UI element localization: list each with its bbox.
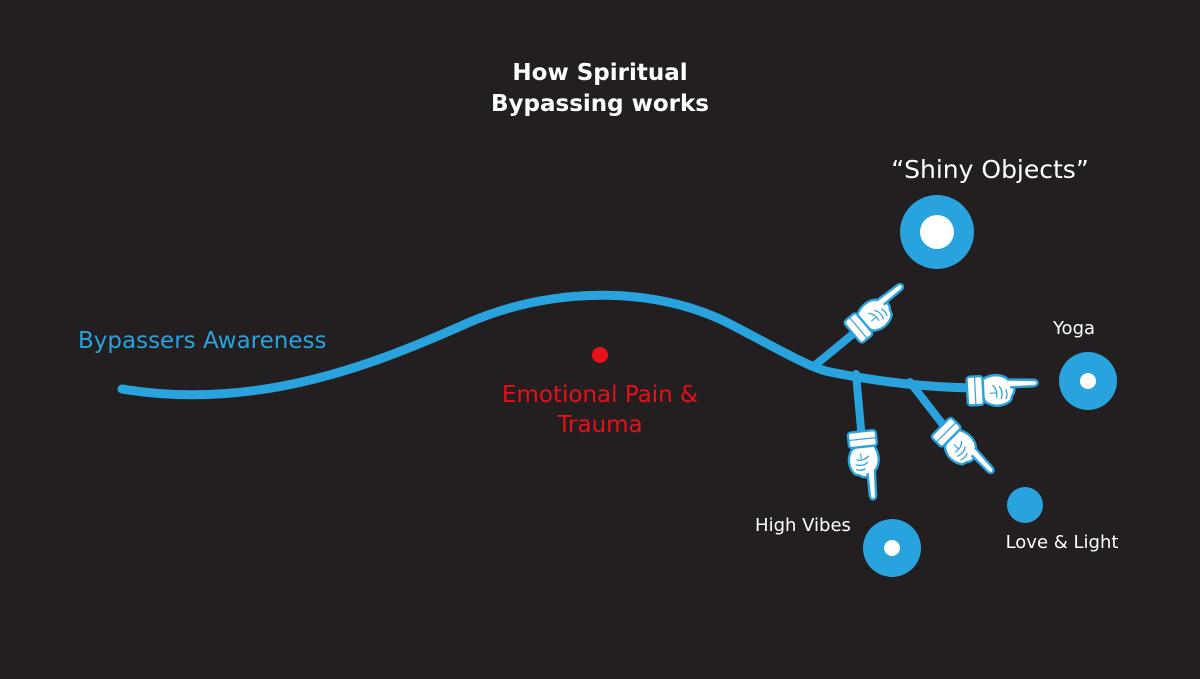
- title-line-1: How Spiritual: [512, 60, 687, 86]
- branch-high-vibes: [852, 370, 866, 444]
- love-light-label: Love & Light: [1006, 532, 1119, 553]
- shiny-objects-target-icon: [900, 195, 974, 269]
- love-light-dot-icon: [1007, 487, 1043, 523]
- branch-shiny-objects: [810, 326, 862, 370]
- branch-love-light: [906, 378, 948, 430]
- pain-label-line-1: Emotional Pain &: [502, 382, 698, 408]
- hand-icon-love-light: [928, 415, 1001, 488]
- yoga-label: Yoga: [1052, 318, 1095, 339]
- awareness-label: Bypassers Awareness: [78, 328, 326, 354]
- yoga-target-icon: [1059, 352, 1117, 410]
- pain-label-line-2: Trauma: [556, 412, 642, 438]
- high-vibes-target-icon: [863, 519, 921, 577]
- title-line-2: Bypassing works: [491, 91, 709, 117]
- pain-dot-icon: [592, 347, 608, 363]
- shiny-objects-label: “Shiny Objects”: [891, 155, 1089, 184]
- hand-icon-high-vibes: [844, 428, 885, 503]
- hand-icon-yoga: [965, 371, 1040, 409]
- hand-icon-shiny-objects: [842, 276, 917, 347]
- awareness-curve: [117, 290, 990, 400]
- high-vibes-label: High Vibes: [755, 515, 851, 536]
